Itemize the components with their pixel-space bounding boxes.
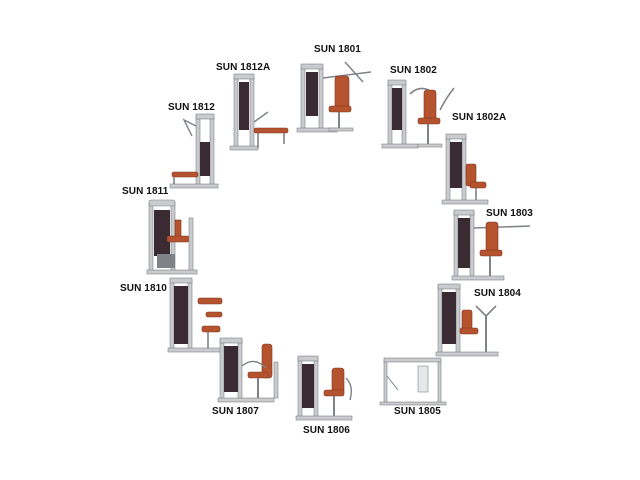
label-sun-1806: SUN 1806 — [303, 425, 350, 436]
label-sun-1807: SUN 1807 — [212, 406, 259, 417]
machine-sun-1810 — [167, 277, 226, 356]
label-sun-1805: SUN 1805 — [394, 406, 441, 417]
label-sun-1804: SUN 1804 — [474, 288, 521, 299]
machine-sun-1807 — [217, 336, 292, 406]
machine-sun-1802 — [380, 78, 462, 154]
machine-sun-1805 — [378, 356, 448, 408]
machine-sun-1804 — [435, 283, 500, 362]
label-sun-1812: SUN 1812 — [168, 102, 215, 113]
label-sun-1811: SUN 1811 — [122, 186, 169, 197]
machine-sun-1802a — [440, 124, 490, 208]
label-sun-1802: SUN 1802 — [390, 65, 437, 76]
machine-sun-1801 — [293, 58, 373, 134]
label-sun-1812a: SUN 1812A — [216, 62, 271, 73]
machine-sun-1811 — [145, 198, 205, 278]
label-sun-1801: SUN 1801 — [314, 44, 361, 55]
label-sun-1803: SUN 1803 — [486, 208, 533, 219]
machine-sun-1812a — [228, 72, 292, 156]
label-sun-1810: SUN 1810 — [120, 283, 167, 294]
machine-sun-1812 — [168, 112, 222, 194]
machine-sun-1803 — [450, 209, 534, 282]
label-sun-1802a: SUN 1802A — [452, 112, 507, 123]
machine-sun-1806 — [295, 355, 362, 422]
